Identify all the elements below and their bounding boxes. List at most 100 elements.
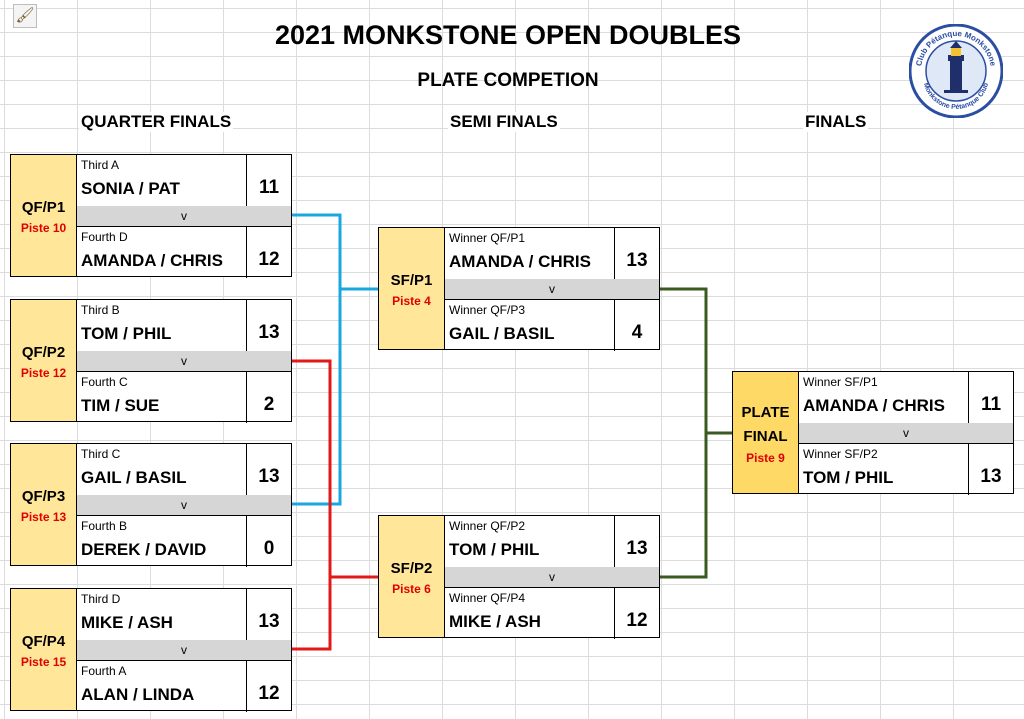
piste-label: Piste 13 bbox=[20, 510, 67, 524]
format-painter-icon[interactable]: 🖌 bbox=[13, 4, 37, 28]
team-name[interactable]: SONIA / PAT bbox=[81, 179, 180, 198]
piste-label: Piste 9 bbox=[746, 450, 785, 465]
score-cell[interactable]: 12 bbox=[614, 588, 659, 639]
team-row: Fourth C TIM / SUE 2 bbox=[77, 371, 291, 423]
team-name[interactable]: TOM / PHIL bbox=[81, 324, 172, 343]
match-qf4: QF/P4 Piste 15 Third D MIKE / ASH 13 v F… bbox=[10, 588, 292, 712]
club-logo-graphic: Club Pétanque Monkstone Monkstone Pétanq… bbox=[908, 23, 1004, 119]
team-row: Third C GAIL / BASIL 13 bbox=[77, 444, 291, 496]
seed-label: Winner SF/P2 bbox=[803, 447, 878, 461]
match-code: QF/P3 Piste 13 bbox=[11, 444, 77, 565]
team-name[interactable]: DEREK / DAVID bbox=[81, 540, 207, 559]
seed-label: Fourth B bbox=[81, 519, 128, 533]
team-row: Winner QF/P3 GAIL / BASIL 4 bbox=[445, 299, 659, 351]
score-cell[interactable]: 11 bbox=[246, 155, 291, 206]
seed-label: Third A bbox=[81, 158, 120, 172]
versus-bar: v bbox=[77, 640, 291, 660]
page-subtitle: PLATE COMPETION bbox=[417, 70, 599, 91]
match-id: QF/P4 bbox=[21, 633, 66, 650]
team-name[interactable]: AMANDA / CHRIS bbox=[803, 396, 945, 415]
match-qf1: QF/P1 Piste 10 Third A SONIA / PAT 11 v … bbox=[10, 154, 292, 278]
connector-qf2-qf4-sf2 bbox=[292, 359, 332, 651]
team-row: Fourth B DEREK / DAVID 0 bbox=[77, 515, 291, 567]
team-name[interactable]: TOM / PHIL bbox=[803, 468, 894, 487]
team-row: Third B TOM / PHIL 13 bbox=[77, 300, 291, 352]
score-cell[interactable]: 13 bbox=[614, 516, 659, 567]
score-cell[interactable]: 4 bbox=[614, 300, 659, 351]
round-heading-quarter: QUARTER FINALS bbox=[79, 112, 234, 132]
versus-bar: v bbox=[77, 351, 291, 371]
score-cell[interactable]: 11 bbox=[968, 372, 1013, 423]
piste-label: Piste 10 bbox=[20, 221, 67, 235]
piste-label: Piste 12 bbox=[20, 366, 67, 380]
team-name[interactable]: GAIL / BASIL bbox=[81, 468, 187, 487]
score-cell[interactable]: 0 bbox=[246, 516, 291, 567]
round-heading-final: FINALS bbox=[803, 112, 869, 132]
versus-bar: v bbox=[445, 567, 659, 587]
match-sf1: SF/P1 Piste 4 Winner QF/P1 AMANDA / CHRI… bbox=[378, 227, 660, 351]
seed-label: Winner QF/P1 bbox=[449, 231, 526, 245]
match-code: PLATE FINAL Piste 9 bbox=[733, 372, 799, 493]
score-cell[interactable]: 12 bbox=[246, 661, 291, 712]
seed-label: Winner QF/P2 bbox=[449, 519, 526, 533]
connector-sf1-sf2-final bbox=[660, 287, 708, 579]
seed-label: Winner SF/P1 bbox=[803, 375, 878, 389]
versus-bar: v bbox=[445, 279, 659, 299]
score-cell[interactable]: 13 bbox=[246, 444, 291, 495]
match-code: QF/P4 Piste 15 bbox=[11, 589, 77, 710]
match-id: QF/P1 bbox=[21, 199, 66, 216]
page-title: 2021 MONKSTONE OPEN DOUBLES bbox=[274, 20, 742, 50]
match-id: QF/P3 bbox=[21, 488, 66, 505]
final-label-line2: FINAL bbox=[743, 427, 788, 445]
match-sf2: SF/P2 Piste 6 Winner QF/P2 TOM / PHIL 13… bbox=[378, 515, 660, 639]
team-name[interactable]: TOM / PHIL bbox=[449, 540, 540, 559]
score-cell[interactable]: 13 bbox=[246, 300, 291, 351]
connector-qf1-qf3-sf1 bbox=[292, 213, 342, 506]
match-qf2: QF/P2 Piste 12 Third B TOM / PHIL 13 v F… bbox=[10, 299, 292, 423]
seed-label: Winner QF/P3 bbox=[449, 303, 526, 317]
team-name[interactable]: AMANDA / CHRIS bbox=[81, 251, 223, 270]
match-code: QF/P2 Piste 12 bbox=[11, 300, 77, 421]
seed-label: Winner QF/P4 bbox=[449, 591, 526, 605]
team-row: Third D MIKE / ASH 13 bbox=[77, 589, 291, 641]
piste-label: Piste 4 bbox=[392, 294, 431, 308]
match-code: SF/P1 Piste 4 bbox=[379, 228, 445, 349]
club-logo: Club Pétanque Monkstone Monkstone Pétanq… bbox=[908, 23, 1004, 119]
team-name[interactable]: AMANDA / CHRIS bbox=[449, 252, 591, 271]
score-cell[interactable]: 13 bbox=[246, 589, 291, 640]
team-row: Winner QF/P2 TOM / PHIL 13 bbox=[445, 516, 659, 568]
score-cell[interactable]: 12 bbox=[246, 227, 291, 278]
score-cell[interactable]: 13 bbox=[968, 444, 1013, 495]
team-name[interactable]: MIKE / ASH bbox=[449, 612, 541, 631]
piste-label: Piste 15 bbox=[20, 655, 67, 669]
seed-label: Third B bbox=[81, 303, 120, 317]
final-label-line1: PLATE bbox=[741, 403, 790, 421]
team-name[interactable]: GAIL / BASIL bbox=[449, 324, 555, 343]
seed-label: Fourth D bbox=[81, 230, 128, 244]
team-name[interactable]: ALAN / LINDA bbox=[81, 685, 195, 704]
seed-label: Third D bbox=[81, 592, 121, 606]
match-final: PLATE FINAL Piste 9 Winner SF/P1 AMANDA … bbox=[732, 371, 1014, 495]
team-row: Winner SF/P2 TOM / PHIL 13 bbox=[799, 443, 1013, 495]
match-id: SF/P2 bbox=[390, 560, 433, 577]
team-name[interactable]: TIM / SUE bbox=[81, 396, 160, 415]
match-qf3: QF/P3 Piste 13 Third C GAIL / BASIL 13 v… bbox=[10, 443, 292, 567]
versus-bar: v bbox=[77, 206, 291, 226]
score-cell[interactable]: 13 bbox=[614, 228, 659, 279]
team-row: Winner QF/P4 MIKE / ASH 12 bbox=[445, 587, 659, 639]
round-heading-semi: SEMI FINALS bbox=[448, 112, 560, 132]
versus-bar: v bbox=[799, 423, 1013, 443]
team-name[interactable]: MIKE / ASH bbox=[81, 613, 173, 632]
seed-label: Fourth C bbox=[81, 375, 128, 389]
match-code: SF/P2 Piste 6 bbox=[379, 516, 445, 637]
team-row: Third A SONIA / PAT 11 bbox=[77, 155, 291, 207]
team-row: Fourth D AMANDA / CHRIS 12 bbox=[77, 226, 291, 278]
match-id: QF/P2 bbox=[21, 344, 66, 361]
match-code: QF/P1 Piste 10 bbox=[11, 155, 77, 276]
team-row: Winner QF/P1 AMANDA / CHRIS 13 bbox=[445, 228, 659, 280]
seed-label: Third C bbox=[81, 447, 121, 461]
team-row: Fourth A ALAN / LINDA 12 bbox=[77, 660, 291, 712]
versus-bar: v bbox=[77, 495, 291, 515]
match-id: SF/P1 bbox=[390, 272, 433, 289]
score-cell[interactable]: 2 bbox=[246, 372, 291, 423]
